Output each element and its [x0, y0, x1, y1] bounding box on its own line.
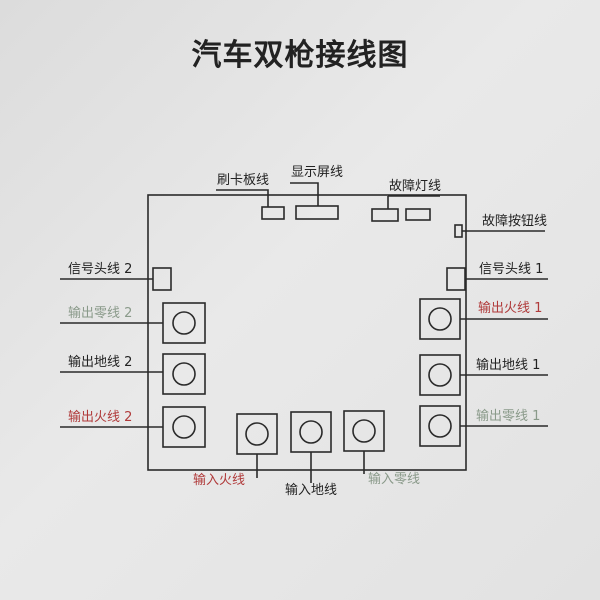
label-out-neutral-2: 输出零线 2	[68, 306, 133, 321]
label-out-neutral-1: 输出零线 1	[476, 409, 541, 424]
enclosure-outline	[147, 194, 467, 471]
out-live-2-terminal	[162, 406, 206, 448]
fault-light-connector-a	[371, 208, 399, 222]
card-line-leader	[216, 189, 269, 207]
fault-light-connector-b	[405, 208, 431, 221]
fault-button-connector	[454, 224, 463, 238]
label-in-ground: 输入地线	[285, 483, 338, 498]
display-line-leader	[290, 182, 319, 206]
in-neutral-terminal	[343, 410, 385, 452]
display-connector	[295, 205, 339, 220]
label-in-live: 输入火线	[193, 473, 246, 488]
label-fault-button-line: 故障按钮线	[482, 214, 548, 229]
label-out-live-2: 输出火线 2	[68, 410, 133, 425]
diagram-title: 汽车双枪接线图	[191, 38, 409, 73]
label-in-neutral: 输入零线	[368, 472, 421, 487]
out-live-1-terminal	[419, 298, 461, 340]
card-board-connector	[261, 206, 285, 220]
label-signal-head-1: 信号头线 1	[479, 262, 544, 277]
signal-head-1-connector	[446, 267, 466, 291]
label-signal-head-2: 信号头线 2	[68, 262, 133, 277]
signal-head-2-connector	[152, 267, 172, 291]
label-display-line: 显示屏线	[291, 165, 344, 180]
label-out-live-1: 输出火线 1	[478, 301, 543, 316]
in-ground-terminal	[290, 411, 332, 453]
label-fault-light-line: 故障灯线	[389, 179, 442, 194]
out-ground-2-terminal	[162, 353, 206, 395]
label-out-ground-1: 输出地线 1	[476, 358, 541, 373]
out-ground-1-terminal	[419, 354, 461, 396]
label-out-ground-2: 输出地线 2	[68, 355, 133, 370]
out-neutral-2-terminal	[162, 302, 206, 344]
in-live-terminal	[236, 413, 278, 455]
label-card-line: 刷卡板线	[217, 173, 270, 188]
out-neutral-1-terminal	[419, 405, 461, 447]
